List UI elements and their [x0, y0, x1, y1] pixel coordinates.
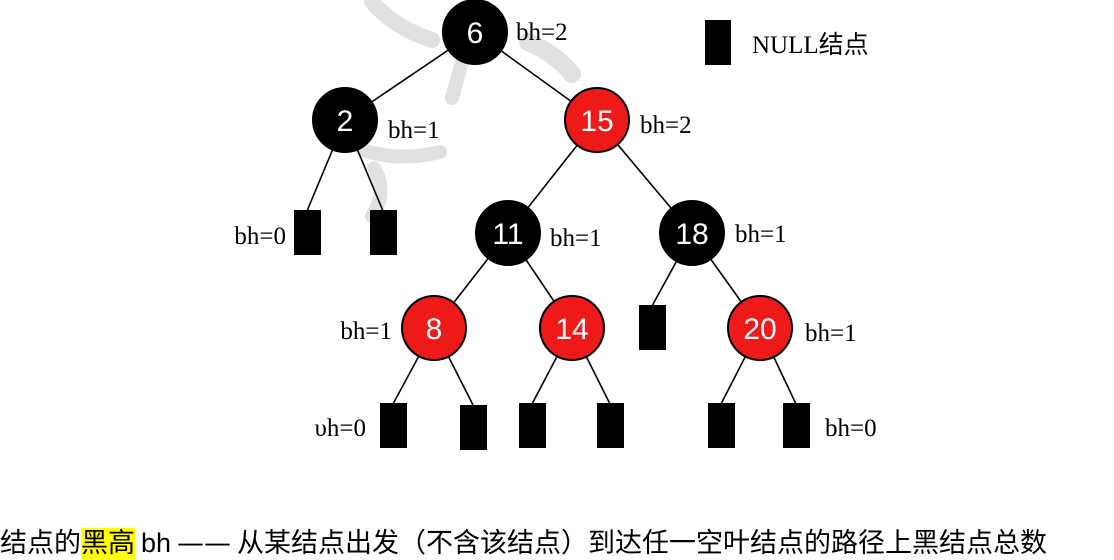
node-key: 8 — [426, 313, 443, 346]
null-leaf — [294, 210, 321, 255]
legend-label: NULL结点 — [752, 31, 869, 59]
bh-labels: bh=2 bh=1 bh=2 bh=1 bh=1 bh=1 bh=1 bh=0 … — [234, 19, 876, 442]
node-key: 2 — [337, 105, 354, 138]
red-black-tree-diagram: 6 2 15 11 18 8 14 20 bh=2 bh=1 bh=2 bh=1… — [234, 0, 877, 450]
node-key: 11 — [492, 218, 523, 251]
tree-node-11: 11 — [475, 200, 541, 266]
bh-label-8: bh=1 — [340, 318, 392, 345]
node-key: 18 — [675, 218, 708, 251]
null-leaves — [294, 210, 810, 450]
watermark — [355, 0, 581, 223]
tree-node-6: 6 — [442, 0, 508, 65]
null-leaf — [597, 403, 624, 448]
node-circle — [659, 200, 725, 266]
bh-label-2: bh=1 — [388, 117, 440, 144]
tree-node-18: 18 — [659, 200, 725, 266]
null-leaf — [460, 405, 487, 450]
watermark-stroke — [355, 143, 447, 164]
tree-node-8: 8 — [401, 295, 467, 361]
node-circle — [312, 87, 378, 153]
legend: NULL结点 — [705, 20, 869, 65]
bh-label-null-2-left: bh=0 — [234, 223, 286, 250]
bh-label-11: bh=1 — [550, 225, 602, 252]
watermark-stroke — [445, 55, 469, 105]
caption-definition: 从某结点出发（不含该结点）到达任一空叶结点的路径上黑结点总数 — [237, 528, 1048, 559]
node-key: 15 — [580, 105, 613, 138]
watermark-stroke — [519, 33, 581, 83]
caption-dash: —— — [177, 528, 232, 559]
node-key: 6 — [467, 17, 484, 50]
node-key: 20 — [743, 313, 776, 346]
bh-label-null-20-right: bh=0 — [825, 415, 877, 442]
bh-label-15: bh=2 — [640, 112, 692, 139]
node-circle — [475, 200, 541, 266]
bh-label-18: bh=1 — [735, 221, 787, 248]
bh-label-null-8-left: υh=0 — [315, 415, 366, 442]
null-leaf — [380, 403, 407, 448]
null-leaf — [519, 403, 546, 448]
tree-node-15: 15 — [564, 87, 630, 153]
tree-node-14: 14 — [539, 295, 605, 361]
null-leaf — [708, 403, 735, 448]
node-circle — [401, 295, 467, 361]
node-circle — [539, 295, 605, 361]
bh-label-6: bh=2 — [516, 19, 568, 46]
node-circle — [564, 87, 630, 153]
node-circle — [442, 0, 508, 65]
node-key: 14 — [555, 313, 588, 346]
caption-term: bh — [141, 528, 172, 558]
black-square-icon — [705, 20, 731, 65]
tree-node-20: 20 — [727, 295, 793, 361]
null-leaf — [639, 305, 666, 350]
caption-prefix: 结点的 — [0, 528, 81, 559]
null-leaf — [370, 210, 397, 255]
caption-highlight: 黑高 — [81, 528, 135, 559]
tree-node-2: 2 — [312, 87, 378, 153]
node-circle — [727, 295, 793, 361]
watermark-stroke — [365, 161, 388, 223]
watermark-stroke — [364, 0, 440, 48]
bh-label-20: bh=1 — [805, 320, 857, 347]
null-leaf — [783, 403, 810, 448]
